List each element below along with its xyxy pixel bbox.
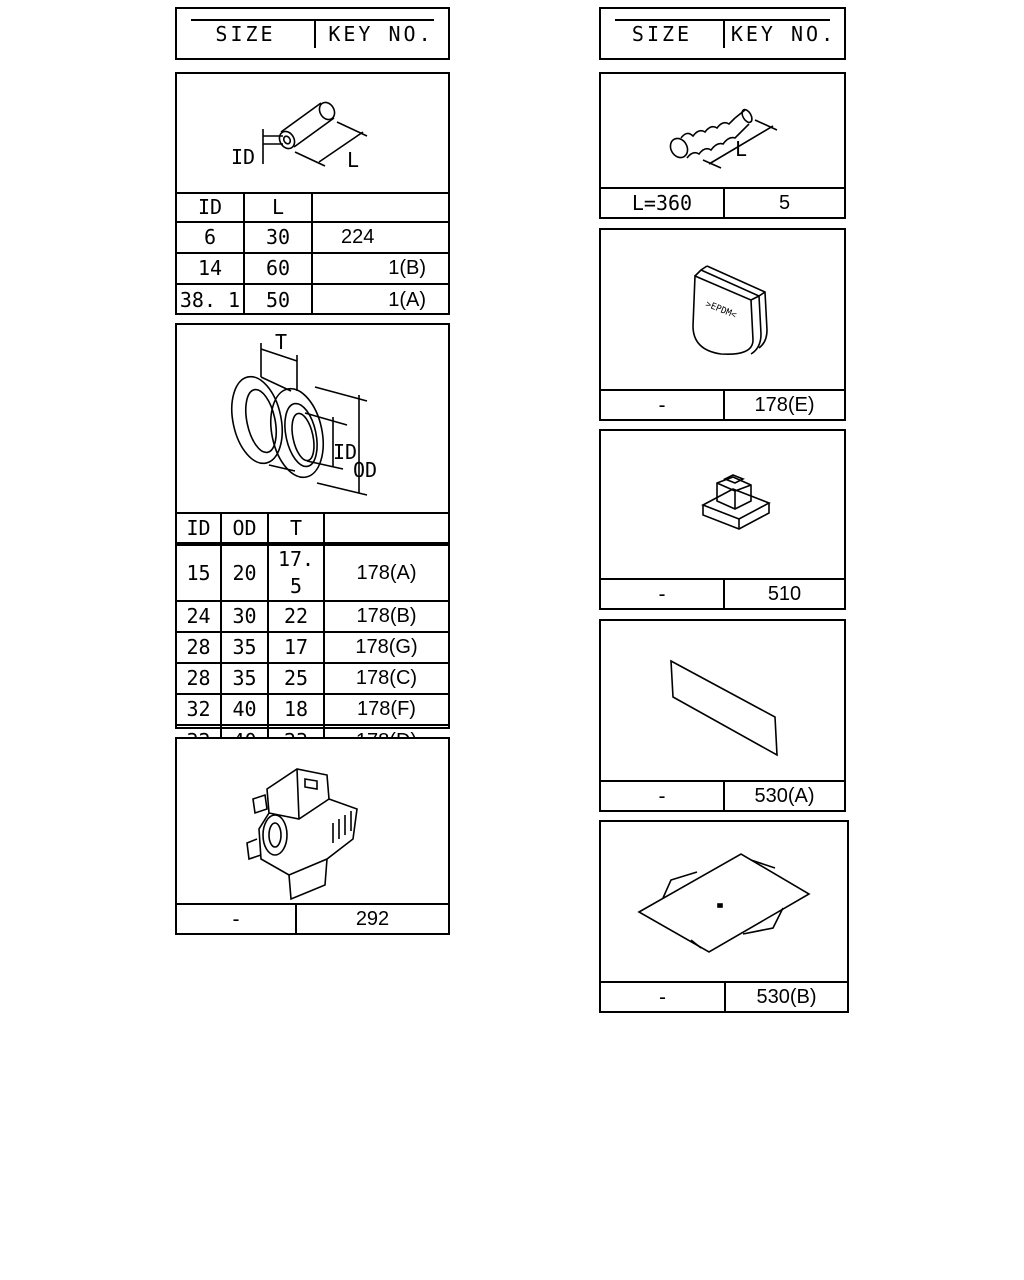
- hose-table: ID L 6 30 224 14 60 1(B) 38. 1 50 1(A): [177, 192, 448, 315]
- col-od: OD: [220, 512, 269, 546]
- size-header: SIZE: [215, 21, 276, 46]
- key-no: 1(B): [311, 252, 448, 285]
- key-no: 530(B): [724, 983, 847, 1011]
- grommet-table: ID OD T 15 20 17. 5 178(A) 24 30 22 178(…: [177, 512, 448, 756]
- hose-panel: L ID ID L 6 30 224 14 60 1(B) 38. 1 50 1…: [175, 72, 450, 315]
- hose-l-label: L: [347, 148, 359, 172]
- connector-panel: - 292: [175, 737, 450, 935]
- tube-figure: L: [601, 74, 844, 189]
- strip-figure: [601, 621, 844, 782]
- size-value: -: [229, 907, 243, 931]
- plug-panel: >EPDM< - 178(E): [599, 228, 846, 421]
- key-no: 178(B): [323, 600, 448, 633]
- header-rule: [615, 19, 830, 21]
- tube-panel: L L=360 5: [599, 72, 846, 219]
- sheet-row: - 530(B): [601, 981, 847, 1011]
- table-row: 28 35 25 178(C): [177, 662, 448, 695]
- table-row: 32 40 18 178(F): [177, 693, 448, 726]
- key-no: 292: [295, 905, 448, 933]
- tube-l-label: L: [735, 137, 747, 161]
- key-no: 5: [723, 189, 844, 217]
- hose-figure: L ID: [177, 74, 448, 192]
- size-value: -: [655, 582, 669, 606]
- table-row: 15 20 17. 5 178(A): [177, 543, 448, 602]
- key-no: 510: [723, 580, 844, 608]
- strip-row: - 530(A): [601, 780, 844, 810]
- key-no: 178(G): [323, 631, 448, 664]
- sheet-panel: - 530(B): [599, 820, 849, 1013]
- table-row: 24 30 22 178(B): [177, 600, 448, 633]
- connector-row: - 292: [177, 903, 448, 933]
- col-id: ID: [177, 512, 222, 546]
- left-header: SIZE KEY NO.: [175, 7, 450, 60]
- table-row: 6 30 224: [177, 221, 448, 254]
- table-header-row: ID L: [177, 192, 448, 223]
- header-rule: [191, 19, 434, 21]
- key-no: 224: [311, 221, 448, 254]
- key-no: 178(E): [723, 391, 844, 419]
- strip-panel: - 530(A): [599, 619, 846, 812]
- grommet-t-label: T: [275, 330, 287, 354]
- key-no: 1(A): [311, 283, 448, 315]
- clip-panel: - 510: [599, 429, 846, 610]
- col-key: [323, 512, 448, 546]
- table-row: 38. 1 50 1(A): [177, 283, 448, 315]
- right-header: SIZE KEY NO.: [599, 7, 846, 60]
- key-no: 530(A): [723, 782, 844, 810]
- tube-row: L=360 5: [601, 187, 844, 217]
- col-t: T: [267, 512, 325, 546]
- sheet-figure: [601, 822, 847, 983]
- clip-row: - 510: [601, 578, 844, 608]
- table-row: 28 35 17 178(G): [177, 631, 448, 664]
- plug-stamp: >EPDM<: [704, 300, 738, 322]
- size-value: -: [655, 393, 669, 417]
- connector-figure: [177, 739, 448, 905]
- key-no: 178(F): [323, 693, 448, 726]
- grommet-figure: T ID OD: [177, 325, 448, 512]
- size-header: SIZE: [631, 21, 693, 46]
- size-value: -: [656, 985, 669, 1009]
- key-no: 178(C): [323, 662, 448, 695]
- col-l: L: [243, 192, 313, 223]
- hose-id-label: ID: [231, 145, 255, 169]
- plug-figure: >EPDM<: [601, 230, 844, 391]
- plug-row: - 178(E): [601, 389, 844, 419]
- table-row: 14 60 1(B): [177, 252, 448, 285]
- col-id: ID: [177, 192, 245, 223]
- key-no: 178(A): [323, 543, 448, 602]
- grommet-od-label: OD: [353, 458, 377, 482]
- key-no-header: KEY NO.: [730, 21, 837, 46]
- grommet-panel: T ID OD ID OD T 15 20 17. 5 178(A) 24 30…: [175, 323, 450, 756]
- grommet-id-label: ID: [333, 440, 357, 464]
- table-header-row: ID OD T: [177, 512, 448, 546]
- col-key: [311, 192, 448, 223]
- clip-figure: [601, 431, 844, 580]
- size-value: -: [655, 784, 669, 808]
- key-no-header: KEY NO.: [328, 21, 434, 46]
- size-value: L=360: [631, 191, 693, 215]
